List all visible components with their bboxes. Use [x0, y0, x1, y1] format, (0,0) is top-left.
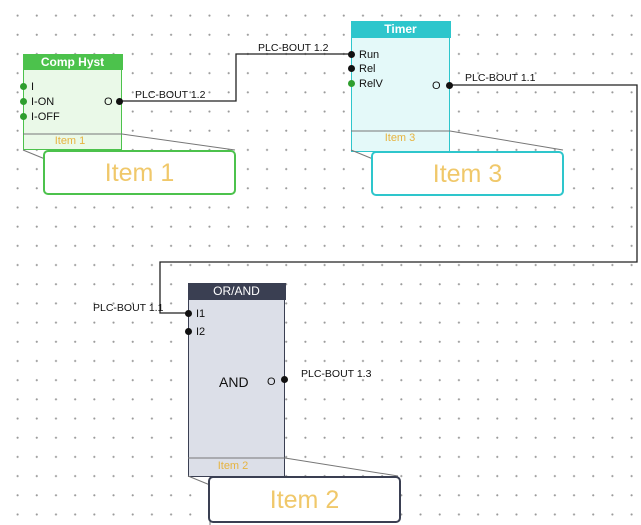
net-label-comp-out: PLC-BOUT 1.2 — [135, 89, 206, 101]
item-3-card[interactable]: Item 3 — [371, 151, 564, 196]
or-and-block[interactable]: OR/AND AND O — [187, 283, 286, 477]
comp-hyst-input-ioff-label: I-OFF — [31, 111, 60, 123]
comp-hyst-input-pin-ioff[interactable] — [20, 113, 27, 120]
comp-hyst-input-pin-i[interactable] — [20, 83, 27, 90]
timer-block[interactable]: Timer — [350, 21, 451, 152]
or-and-output-pin[interactable] — [281, 376, 288, 383]
item-3-tab-label: Item 3 — [384, 132, 416, 144]
timer-title: Timer — [350, 21, 451, 38]
comp-hyst-input-i-label: I — [31, 81, 35, 93]
net-label-orand-out: PLC-BOUT 1.3 — [301, 368, 372, 380]
comp-hyst-input-pin-ion[interactable] — [20, 98, 27, 105]
or-and-input-pin-i2[interactable] — [185, 328, 192, 335]
net-label-timer-run: PLC-BOUT 1.2 — [258, 42, 329, 54]
comp-hyst-output-label: O — [104, 96, 113, 108]
timer-output-pin[interactable] — [446, 82, 453, 89]
timer-output-label: O — [432, 80, 441, 92]
or-and-title: OR/AND — [187, 283, 286, 300]
or-and-output-label: O — [267, 376, 276, 388]
item-2-tab-label: Item 2 — [217, 460, 249, 472]
timer-input-pin-relv[interactable] — [348, 80, 355, 87]
timer-input-pin-run[interactable] — [348, 51, 355, 58]
or-and-input-i1-label: I1 — [196, 308, 206, 320]
net-label-orand-in: PLC-BOUT 1.1 — [93, 302, 164, 314]
comp-hyst-output-pin[interactable] — [116, 98, 123, 105]
item-1-card[interactable]: Item 1 — [43, 150, 236, 195]
or-and-input-i2-label: I2 — [196, 326, 206, 338]
or-and-mode-label: AND — [219, 374, 249, 390]
timer-input-rel-label: Rel — [359, 63, 376, 75]
timer-input-run-label: Run — [359, 49, 380, 61]
item-1-tab-label: Item 1 — [54, 135, 86, 147]
timer-input-pin-rel[interactable] — [348, 65, 355, 72]
item-2-card[interactable]: Item 2 — [208, 476, 401, 523]
timer-input-relv-label: RelV — [359, 78, 383, 90]
comp-hyst-input-ion-label: I-ON — [31, 96, 55, 108]
or-and-input-pin-i1[interactable] — [185, 310, 192, 317]
net-label-timer-out: PLC-BOUT 1.1 — [465, 72, 536, 84]
comp-hyst-title: Comp Hyst — [22, 54, 123, 70]
